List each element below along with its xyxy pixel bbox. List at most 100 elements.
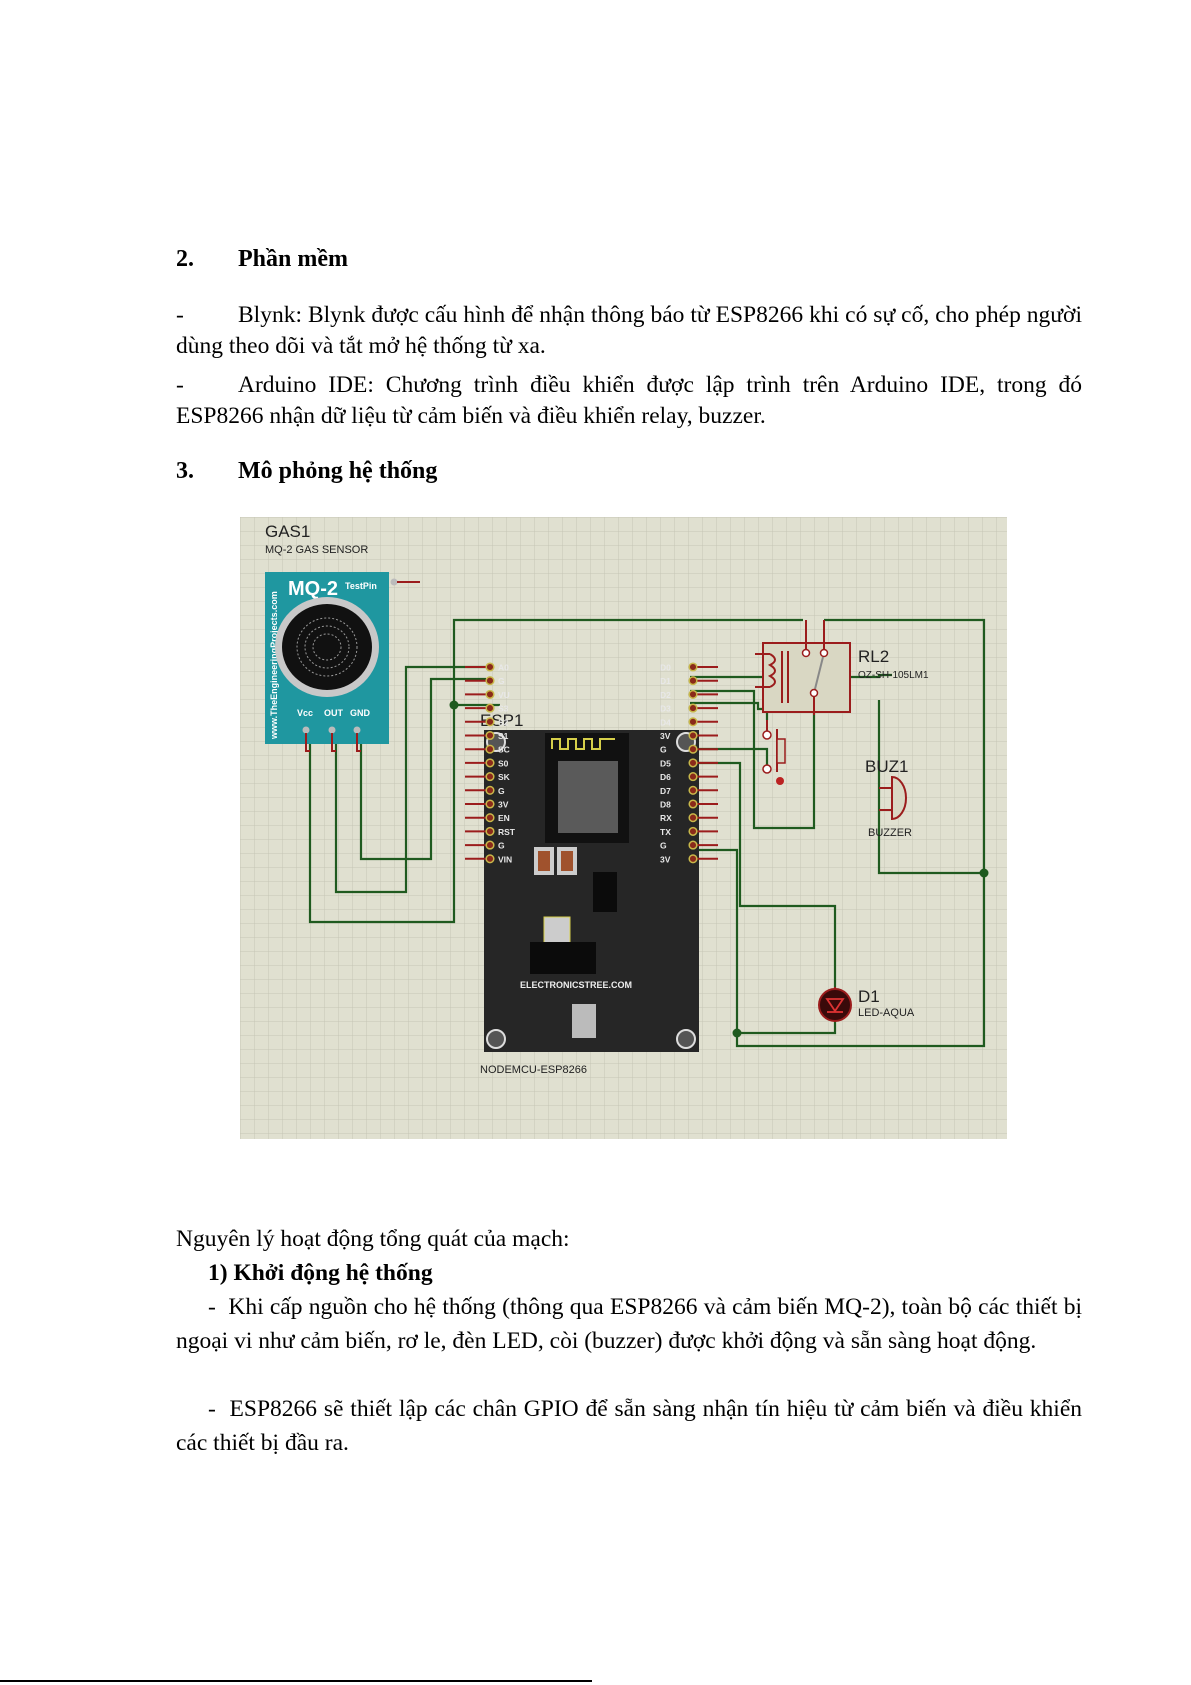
pin-label: A0	[498, 663, 509, 673]
pin-pad	[688, 854, 698, 864]
pin-label: D1	[660, 676, 671, 686]
gas-desc: MQ-2 GAS SENSOR	[265, 544, 368, 556]
junction-dot	[979, 868, 989, 878]
pin-label: SK	[498, 772, 511, 782]
sensor-title: MQ-2	[288, 578, 338, 600]
pin-label: G	[498, 786, 505, 796]
pin-pad	[485, 717, 495, 727]
buzzer-body	[891, 775, 907, 821]
wire-out-a0	[334, 665, 486, 894]
item-text: ESP8266 sẽ thiết lập các chân GPIO để sẵ…	[176, 1396, 1083, 1456]
pin-label: RST	[498, 827, 516, 837]
principle-intro: Nguyên lý hoạt động tổng quát của mạch:	[176, 1226, 570, 1252]
shield-can	[558, 761, 618, 833]
bullet: -	[176, 372, 184, 398]
pin-label: 3V	[660, 731, 671, 741]
led: D1 LED-AQUA	[818, 987, 915, 1022]
pin-label: TX	[660, 827, 671, 837]
board-brand: ELECTRONICSTREE.COM	[520, 980, 632, 990]
pin-label: D6	[660, 772, 671, 782]
buzzer-ref: BUZ1	[865, 757, 908, 776]
relay-switch	[814, 656, 824, 690]
pin-label: SC	[498, 745, 510, 755]
pin-label: 3V	[660, 854, 671, 864]
pin-label-gnd: GND	[350, 708, 371, 718]
pin-label: D2	[660, 690, 671, 700]
push-button	[762, 720, 786, 785]
principle-item-power: - Khi cấp nguồn cho hệ thống (thông qua …	[176, 1290, 1082, 1358]
gas-sensor: GAS1 MQ-2 GAS SENSOR MQ-2 TestPin www.Th…	[265, 522, 420, 752]
pin-label: S1	[498, 731, 509, 741]
pin-label: EN	[498, 813, 510, 823]
pin-pad	[485, 826, 495, 836]
pin-label: G	[660, 841, 667, 851]
principle-step-title: 1) Khởi động hệ thống	[176, 1256, 1082, 1290]
gas-ref: GAS1	[265, 522, 310, 541]
esp-desc: NODEMCU-ESP8266	[480, 1064, 587, 1076]
buzzer-desc: BUZZER	[868, 827, 912, 839]
wire-gnd-g	[359, 677, 486, 861]
wire-bottom-rail	[735, 975, 986, 1048]
pin-label: VU	[498, 690, 510, 700]
pin-pad	[688, 772, 698, 782]
pin-pad	[485, 703, 495, 713]
pin-label-vcc: Vcc	[297, 708, 313, 718]
pin-label: 3V	[498, 800, 509, 810]
pin-label: S2	[498, 717, 509, 727]
pin-pad	[688, 703, 698, 713]
testpin-dot	[390, 578, 398, 586]
esp8266-board: ESP1 ELECTRONICSTREE.COM NODEMCU-ESP8266…	[465, 662, 718, 1076]
wire-vcc	[308, 705, 456, 924]
wire-top-left	[452, 618, 803, 705]
bullet: -	[208, 1294, 216, 1320]
relay-coil	[767, 653, 776, 688]
pin-pad	[688, 840, 698, 850]
pin-pad	[688, 662, 698, 672]
item-text: Arduino IDE: Chương trình điều khiển đượ…	[176, 372, 1082, 429]
section-title: Phần mềm	[238, 246, 348, 272]
led-ref: D1	[858, 987, 880, 1006]
bullet: -	[208, 1396, 216, 1422]
pin-pad	[485, 744, 495, 754]
pin-pad	[688, 730, 698, 741]
pin-pad	[688, 813, 698, 823]
section-number: 3.	[176, 458, 194, 484]
micro-usb-port	[572, 1004, 596, 1038]
pin-pad	[688, 758, 698, 768]
buzzer: BUZ1 BUZZER	[865, 757, 912, 839]
pin-label: G	[498, 676, 505, 686]
pin-pad	[688, 689, 698, 699]
pin-pad	[485, 840, 495, 850]
item-text: Blynk: Blynk được cấu hình để nhận thông…	[176, 302, 1082, 359]
pin-pad	[485, 676, 495, 686]
pin-label-out: OUT	[324, 708, 344, 718]
pin-pad	[485, 772, 495, 782]
pin-label: D7	[660, 786, 671, 796]
pin-label: D4	[660, 717, 671, 727]
pin-pad	[485, 854, 495, 864]
software-item-arduino: -Arduino IDE: Chương trình điều khiển đư…	[176, 370, 1082, 432]
pin-label: RX	[660, 813, 672, 823]
pin-pad	[688, 676, 698, 686]
pin-pad	[688, 826, 698, 836]
pin-label: D8	[660, 800, 671, 810]
pin-pad	[485, 689, 495, 699]
pin-pad	[688, 785, 698, 795]
pin-pad	[485, 813, 495, 823]
section-heading-simulation: 3. Mô phỏng hệ thống	[176, 458, 776, 490]
pin-pad	[485, 662, 495, 672]
section-number: 2.	[176, 246, 194, 272]
wire-buzzer-rail	[877, 700, 984, 875]
wire-d5-led	[690, 761, 837, 993]
sensor-site: www.TheEngineeringProjects.com	[269, 591, 279, 740]
bullet: -	[176, 302, 184, 328]
testpin-label: TestPin	[345, 581, 377, 591]
pin-pad	[688, 799, 698, 809]
pin-pad	[485, 730, 495, 741]
pin-pad	[485, 785, 495, 795]
pin-pad	[688, 717, 698, 727]
step-title: 1) Khởi động hệ thống	[208, 1260, 433, 1286]
antenna-trace	[551, 738, 615, 750]
